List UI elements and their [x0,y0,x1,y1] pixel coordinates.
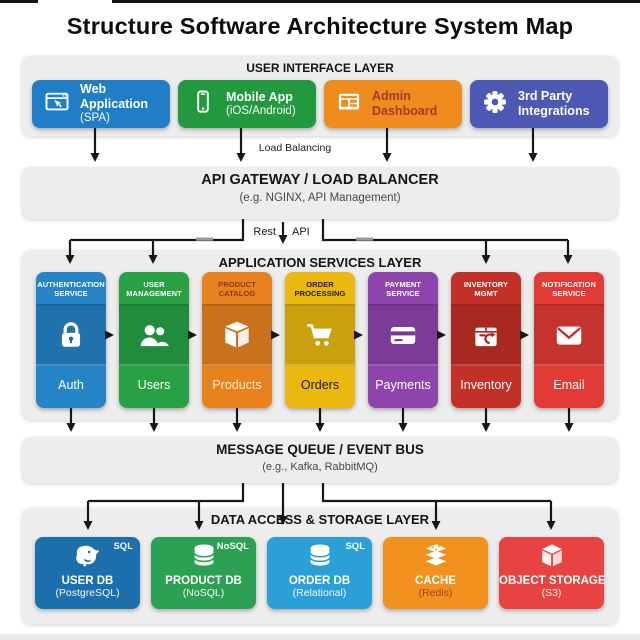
db-subtitle: (Redis) [418,587,453,599]
package-return-icon [451,304,521,366]
order-db-box: SQL ORDER DB (Relational) [267,537,372,609]
page-title: Structure Software Architecture System M… [66,13,574,39]
third-party-box: 3rd Party Integrations [470,80,608,128]
user-management-card: USER MANAGEMENT Users [119,272,189,408]
gear-icon [481,88,509,121]
database-icon [305,544,335,574]
data-layer-heading: DATA ACCESS & STORAGE LAYER [210,512,430,527]
service-name: AUTHENTICATION SERVICE [37,279,105,298]
service-name: PAYMENT SERVICE [384,279,422,298]
smartphone-icon [189,88,217,121]
db-name: ORDER DB [288,575,351,587]
cache-box: CACHE (Redis) [383,537,488,609]
db-badge: NoSQL [216,541,249,552]
ui-box-title: Admin [372,89,411,104]
db-badge: SQL [113,541,133,552]
object-storage-box: OBJECT STORAGE (S3) [499,537,606,609]
db-name: PRODUCT DB [165,575,242,587]
service-name: INVENTORY MGMT [463,279,509,298]
api-label: API [292,226,310,238]
api-gateway-bar [22,167,618,219]
lock-icon [36,304,106,366]
ui-box-subtitle: (iOS/Android) [226,104,296,117]
service-name: NOTIFICATION SERVICE [542,279,596,298]
database-icon [189,544,219,574]
service-name: USER MANAGEMENT [126,279,182,298]
service-label: Users [137,378,171,392]
top-border [112,0,640,3]
api-gateway-title: API GATEWAY / LOAD BALANCER [201,172,439,188]
mobile-app-box: Mobile App (iOS/Android) [178,80,316,128]
db-name: OBJECT STORAGE [499,575,606,587]
api-gateway-subtitle: (e.g. NGINX, API Management) [239,192,401,204]
db-name: USER DB [61,575,114,587]
load-balancing-label: Load Balancing [258,142,332,154]
envelope-icon [534,304,604,366]
message-queue-subtitle: (e.g., Kafka, RabbitMQ) [262,461,378,473]
db-subtitle: (Relational) [292,587,347,599]
service-name: PRODUCT CATALOG [218,279,256,298]
ui-box-subtitle: Dashboard [372,104,438,118]
product-db-box: NoSQL PRODUCT DB (NoSQL) [151,537,256,609]
ui-box-title: 3rd Party [518,89,573,104]
rest-label: Rest [253,226,276,238]
browser-icon [43,88,71,121]
order-processing-card: ORDER PROCESSING Orders [285,272,355,408]
user-db-box: SQL USER DB (PostgreSQL) [35,537,140,609]
credit-card-icon [368,304,438,366]
service-label: Email [553,378,585,392]
inventory-mgmt-card: INVENTORY MGMT Inventory [451,272,521,408]
ui-layer-heading: USER INTERFACE LAYER [246,61,394,75]
service-label: Auth [58,378,84,392]
service-label: Payments [375,378,431,392]
product-catalog-card: PRODUCT CATALOG Products [202,272,272,408]
db-name: CACHE [415,575,456,587]
notification-service-card: NOTIFICATION SERVICE Email [534,272,604,408]
service-name: ORDER PROCESSING [294,279,346,298]
ui-box-title: Web Application [80,82,149,112]
dashboard-icon [335,88,363,121]
service-label: Orders [300,378,340,392]
db-subtitle: (NoSQL) [182,587,225,599]
users-icon [119,304,189,366]
service-label: Inventory [460,378,512,392]
message-queue-bar [22,437,618,483]
ui-box-subtitle: Integrations [518,104,590,118]
ui-box-subtitle: (SPA) [80,111,110,124]
package-icon [202,304,272,366]
top-border [0,0,38,3]
db-subtitle: (PostgreSQL) [55,587,120,599]
db-badge: SQL [345,541,365,552]
shopping-cart-icon [285,304,355,366]
ui-box-title: Mobile App [226,89,293,104]
payment-service-card: PAYMENT SERVICE Payments [368,272,438,408]
services-layer-heading: APPLICATION SERVICES LAYER [218,255,422,270]
authentication-service-card: AUTHENTICATION SERVICE Auth [36,272,106,408]
message-queue-title: MESSAGE QUEUE / EVENT BUS [216,442,424,457]
admin-dashboard-box: Admin Dashboard [324,80,462,128]
connector-dash-marks [196,237,373,241]
db-subtitle: (S3) [541,587,562,599]
storage-cube-icon [537,544,567,574]
postgresql-elephant-icon [73,545,103,574]
web-application-box: Web Application (SPA) [32,80,170,128]
redis-layers-icon [421,544,451,574]
bottom-strip [0,634,640,640]
service-label: Products [212,378,262,392]
